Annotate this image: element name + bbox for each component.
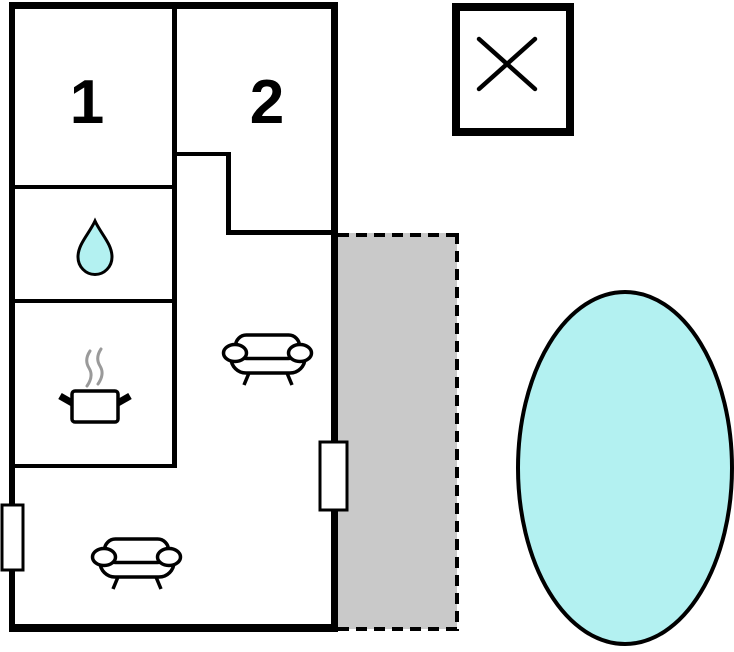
sofa-icon-upper: [221, 333, 314, 387]
steam-wave-left: [85, 349, 93, 388]
wall-room2-step-top: [177, 152, 230, 156]
wall-outer-top: [9, 2, 338, 9]
terrace-fill: [338, 233, 457, 629]
terrace-area: [338, 233, 459, 631]
wall-bathroom-kitchen: [15, 299, 172, 303]
water-drop-icon: [76, 217, 114, 276]
wall-outer-right: [331, 2, 338, 632]
wall-outer-left: [9, 2, 15, 632]
cross-line-2: [476, 36, 538, 92]
interior-walls: [15, 9, 331, 468]
wall-room-divider-vertical: [172, 9, 177, 468]
wall-outer-bottom: [9, 624, 338, 632]
wall-room2-step-vertical: [226, 152, 231, 235]
room-1-label: 1: [70, 68, 104, 137]
main-building-walls: [9, 2, 338, 632]
pool-ellipse-icon: [516, 290, 734, 646]
pot-body: [70, 389, 120, 424]
room-2-label: 2: [250, 68, 284, 137]
water-drop-shape: [76, 217, 114, 276]
window-marker-left-wall: [0, 503, 25, 572]
annex-building: [452, 3, 574, 136]
window-marker-right-wall: [318, 440, 349, 512]
steam-wave-right: [96, 347, 104, 386]
cooking-pot-icon: [58, 347, 132, 424]
sofa-icon-lower: [90, 537, 183, 591]
wall-kitchen-bottom: [15, 464, 172, 468]
wall-room1-bathroom: [15, 185, 172, 189]
crossed-square-icon: [476, 36, 538, 92]
wall-room2-bottom: [226, 230, 331, 235]
